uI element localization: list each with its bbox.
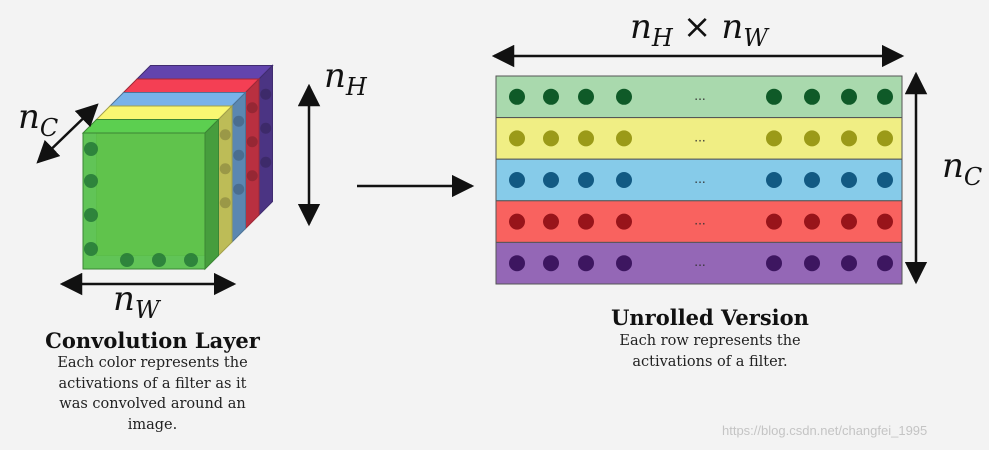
- description-line: Each color represents the: [57, 355, 248, 371]
- activation-dot: [804, 172, 820, 188]
- ellipsis: ...: [694, 89, 705, 103]
- activation-dot: [578, 88, 594, 105]
- activation-dot: [841, 130, 857, 147]
- nw-label-cube: nW: [113, 279, 162, 324]
- description-line: was convolved around an: [59, 396, 246, 412]
- activation-dot: [543, 172, 559, 188]
- activation-dot: [804, 130, 820, 147]
- activation-dot: [578, 130, 594, 147]
- activation-dot: [543, 213, 559, 230]
- activation-dot: [804, 213, 820, 230]
- activation-dot: [877, 255, 893, 272]
- activation-dot: [509, 172, 525, 188]
- activation-dot: [543, 255, 559, 272]
- convolution-layer-description: Each color represents the activations of…: [30, 353, 275, 435]
- activation-dots: [246, 102, 258, 182]
- activation-dot: [578, 255, 594, 272]
- filter-row-purple: ...: [495, 241, 903, 285]
- activation-dot: [616, 172, 632, 188]
- activation-dots: [233, 115, 245, 195]
- activation-dot: [877, 88, 893, 105]
- filter-row-green: ...: [495, 75, 903, 119]
- activation-dot: [543, 88, 559, 105]
- activation-dot: [841, 172, 857, 188]
- activation-dot: [509, 213, 525, 230]
- activation-dots: [260, 88, 272, 168]
- activation-dot: [509, 130, 525, 147]
- activation-dot: [509, 88, 525, 105]
- activation-dot: [509, 255, 525, 272]
- activation-dot: [578, 172, 594, 188]
- activation-dot: [543, 130, 559, 147]
- description-line: activations of a filter as it: [58, 375, 247, 392]
- ellipsis: ...: [694, 255, 705, 269]
- activation-dot: [766, 213, 782, 230]
- ellipsis: ...: [694, 172, 705, 186]
- activation-dot: [841, 213, 857, 230]
- filter-row-red: ...: [495, 200, 903, 243]
- activation-dots: [84, 142, 198, 267]
- activation-dot: [804, 255, 820, 272]
- description-line: Each row represents the: [619, 333, 801, 349]
- activation-dot: [616, 88, 632, 105]
- activation-dot: [877, 172, 893, 188]
- activation-dot: [766, 130, 782, 147]
- ellipsis: ...: [694, 214, 705, 228]
- description-line: image.: [127, 416, 178, 433]
- activation-dot: [578, 213, 594, 230]
- unrolled-version-description: Each row represents the activations of a…: [560, 331, 860, 372]
- nh-times-nw-label: nH×nW: [630, 7, 770, 52]
- unrolled-version-title: Unrolled Version: [611, 305, 809, 330]
- activation-dot: [616, 255, 632, 272]
- activation-dot: [616, 213, 632, 230]
- activation-dot: [877, 213, 893, 230]
- filter-row-yellow: ...: [495, 117, 903, 160]
- filter-layer: [81, 118, 220, 271]
- nh-label-cube: nH: [324, 56, 368, 101]
- activation-dot: [766, 255, 782, 272]
- activation-dot: [841, 255, 857, 272]
- watermark-url: https://blog.csdn.net/changfei_1995: [722, 423, 928, 438]
- unrolled-rows: ...............: [495, 75, 903, 285]
- activation-dot: [616, 130, 632, 147]
- nc-label-right: nC: [942, 146, 982, 191]
- description-line: activations of a filter.: [632, 353, 788, 370]
- activation-dot: [766, 172, 782, 188]
- nc-label-left: nC: [18, 97, 58, 142]
- convolution-cube: [81, 64, 274, 271]
- activation-dot: [766, 88, 782, 105]
- activation-dot: [841, 88, 857, 105]
- nc-depth-arrow: [36, 103, 99, 164]
- activation-dot: [804, 88, 820, 105]
- activation-dot: [877, 130, 893, 147]
- convolution-layer-title: Convolution Layer: [45, 328, 260, 353]
- activation-dots: [219, 129, 231, 209]
- ellipsis: ...: [694, 130, 705, 144]
- filter-row-blue: ...: [495, 158, 903, 202]
